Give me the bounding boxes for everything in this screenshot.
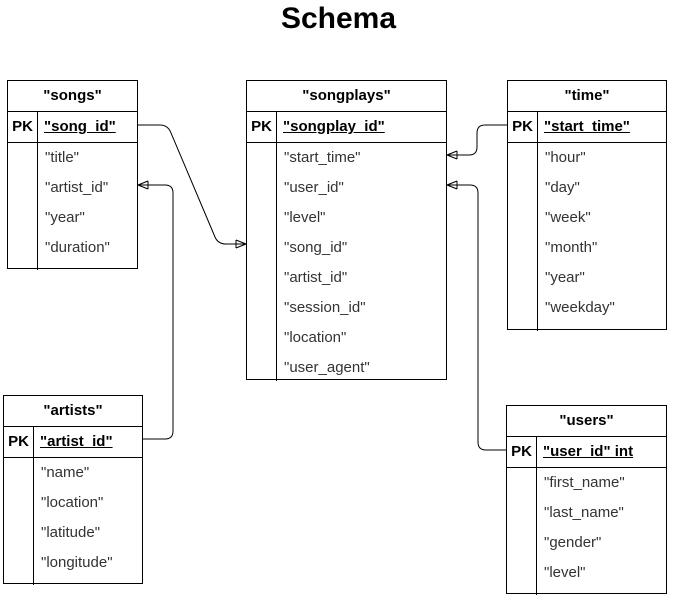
field-last-name: "last_name" — [544, 504, 624, 521]
field-first-name: "first_name" — [544, 474, 625, 491]
pk-label: PK — [247, 112, 277, 142]
field-longitude: "longitude" — [41, 554, 113, 571]
table-songs-fields: "title" "artist_id" "year" "duration" — [38, 143, 137, 270]
field-level: "level" — [284, 209, 326, 226]
field-week: "week" — [545, 209, 591, 226]
field-user-agent: "user_agent" — [284, 359, 370, 376]
table-users-pk-row: PK "user_id" int — [507, 437, 666, 468]
field-year: "year" — [545, 269, 585, 286]
pk-label: PK — [507, 437, 537, 467]
table-songplays-fields: "start_time" "user_id" "level" "song_id"… — [277, 143, 446, 381]
crows-foot-icon — [446, 180, 458, 190]
pk-field-song-id: "song_id" — [44, 118, 116, 135]
pk-label: PK — [8, 112, 38, 142]
table-artists[interactable]: "artists" PK "artist_id" "name" "locatio… — [3, 395, 143, 585]
field-song-id: "song_id" — [284, 239, 348, 256]
field-name: "name" — [41, 464, 90, 481]
crows-foot-icon — [137, 180, 149, 190]
pk-label: PK — [508, 112, 538, 142]
pk-field-songplay-id: "songplay_id" — [283, 118, 385, 135]
field-location: "location" — [41, 494, 104, 511]
field-artist-id: "artist_id" — [284, 269, 348, 286]
field-weekday: "weekday" — [545, 299, 615, 316]
table-songs-name: "songs" — [8, 81, 137, 112]
field-session-id: "session_id" — [284, 299, 366, 316]
field-hour: "hour" — [545, 149, 586, 166]
field-month: "month" — [545, 239, 598, 256]
diagram-title: Schema — [280, 2, 397, 35]
table-users-name: "users" — [507, 406, 666, 437]
crows-foot-icon — [446, 150, 458, 160]
table-artists-pk-row: PK "artist_id" — [4, 427, 142, 458]
table-time[interactable]: "time" PK "start_time" "hour" "day" "wee… — [507, 80, 667, 331]
table-time-fields: "hour" "day" "week" "month" "year" "week… — [538, 143, 666, 331]
table-songplays-pk-row: PK "songplay_id" — [247, 112, 446, 143]
table-songplays[interactable]: "songplays" PK "songplay_id" "start_time… — [246, 80, 447, 381]
relationship-songs-songplays — [138, 124, 246, 245]
field-duration: "duration" — [45, 239, 110, 256]
field-start-time: "start_time" — [284, 149, 361, 166]
field-latitude: "latitude" — [41, 524, 101, 541]
field-year: "year" — [45, 209, 85, 226]
table-time-pk-row: PK "start_time" — [508, 112, 666, 143]
table-users-fields: "first_name" "last_name" "gender" "level… — [537, 468, 666, 595]
table-songplays-name: "songplays" — [247, 81, 446, 112]
pk-field-start-time: "start_time" — [544, 118, 630, 135]
table-songs[interactable]: "songs" PK "song_id" "title" "artist_id"… — [7, 80, 138, 270]
field-title: "title" — [45, 149, 79, 166]
pk-field-artist-id: "artist_id" — [40, 433, 113, 450]
relationship-users-songplays — [447, 184, 506, 451]
field-level: "level" — [544, 564, 586, 581]
crows-foot-icon — [235, 239, 247, 249]
table-time-name: "time" — [508, 81, 666, 112]
relationship-artists-songs — [138, 184, 174, 440]
field-user-id: "user_id" — [284, 179, 344, 196]
field-day: "day" — [545, 179, 580, 196]
table-songs-pk-row: PK "song_id" — [8, 112, 137, 143]
field-location: "location" — [284, 329, 347, 346]
relationship-time-songplays — [447, 124, 507, 156]
field-gender: "gender" — [544, 534, 602, 551]
table-users[interactable]: "users" PK "user_id" int "first_name" "l… — [506, 405, 667, 595]
pk-label: PK — [4, 427, 34, 457]
pk-field-user-id: "user_id" int — [543, 443, 634, 460]
field-artist-id: "artist_id" — [45, 179, 109, 196]
table-artists-name: "artists" — [4, 396, 142, 427]
table-artists-fields: "name" "location" "latitude" "longitude" — [34, 458, 142, 585]
